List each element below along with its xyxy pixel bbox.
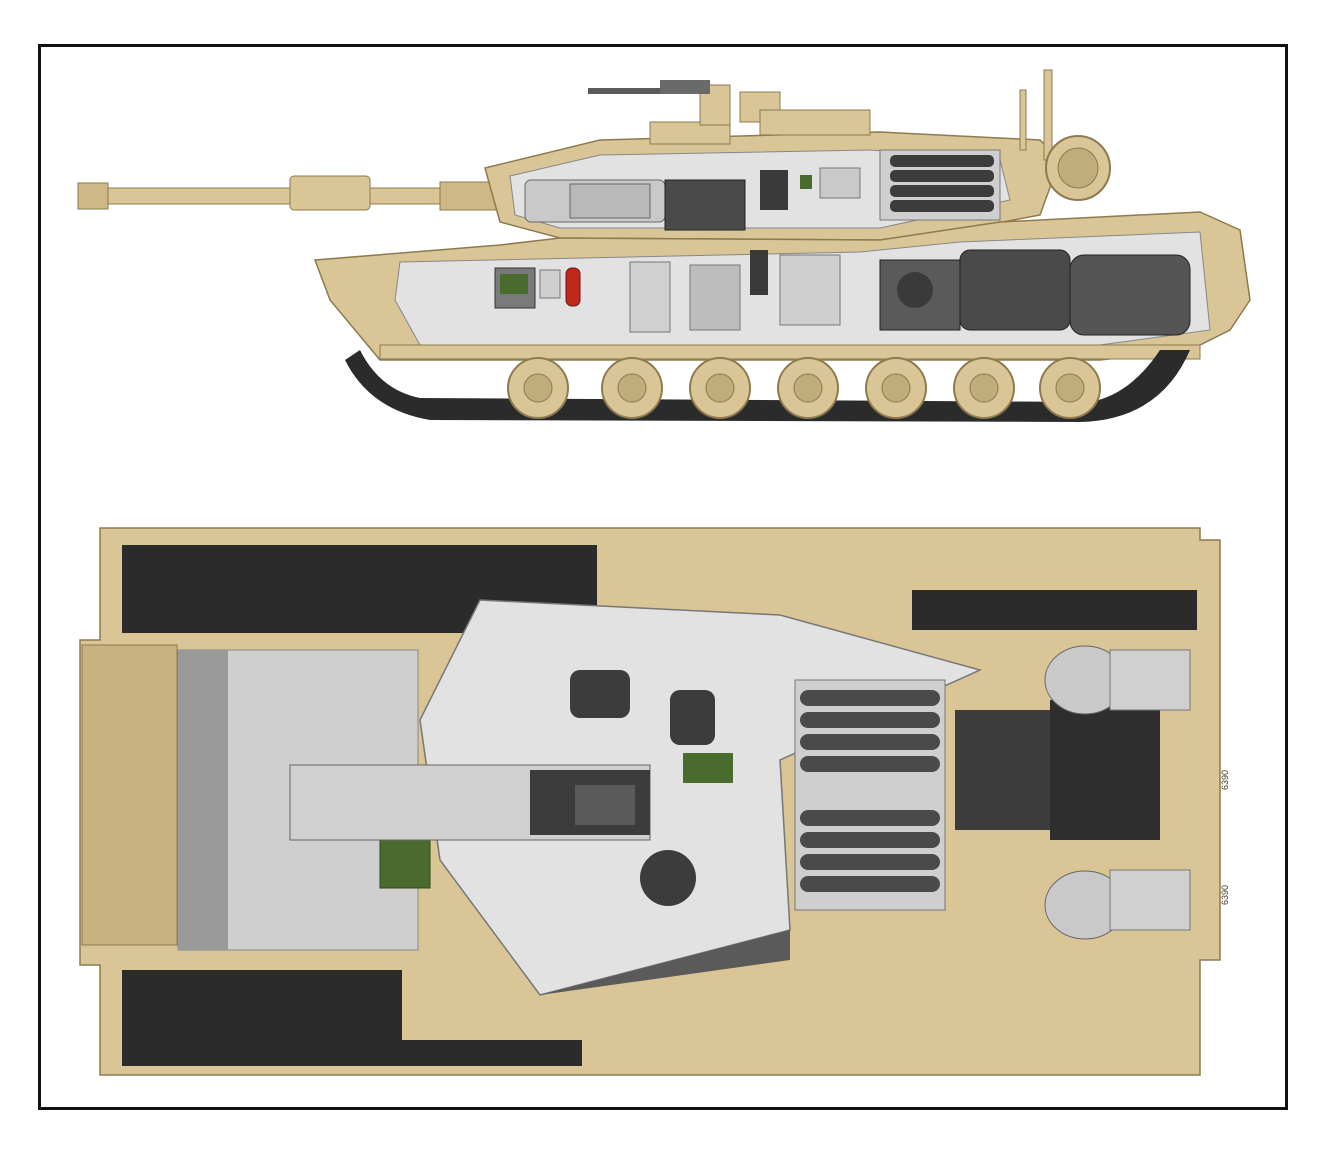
- main-gun-barrel: [77, 175, 501, 211]
- loader-seat: [670, 690, 715, 745]
- engine-powerpack: [879, 249, 1191, 336]
- wind-sensor-mast: [1019, 69, 1111, 201]
- gunner-seat: [640, 850, 696, 906]
- hull-serial-marking: 6390: [1220, 770, 1230, 790]
- fire-extinguisher: [565, 267, 581, 307]
- commander-seat: [570, 670, 630, 718]
- hull: [313, 211, 1251, 361]
- hull-markings: 6390 6390: [1220, 770, 1230, 905]
- top-cutaway-view: 6390 6390: [78, 520, 1253, 1080]
- commander-cupola: [588, 80, 871, 145]
- turret-ammo-rack: [879, 149, 1001, 221]
- running-gear: [345, 350, 1190, 422]
- turret: [484, 131, 1061, 241]
- engine-top: [955, 645, 1191, 940]
- hull-serial-marking: 6390: [1220, 885, 1230, 905]
- track-lower: [122, 970, 582, 1066]
- ammo-rack-top: [794, 679, 946, 911]
- side-cutaway-view: [77, 69, 1251, 422]
